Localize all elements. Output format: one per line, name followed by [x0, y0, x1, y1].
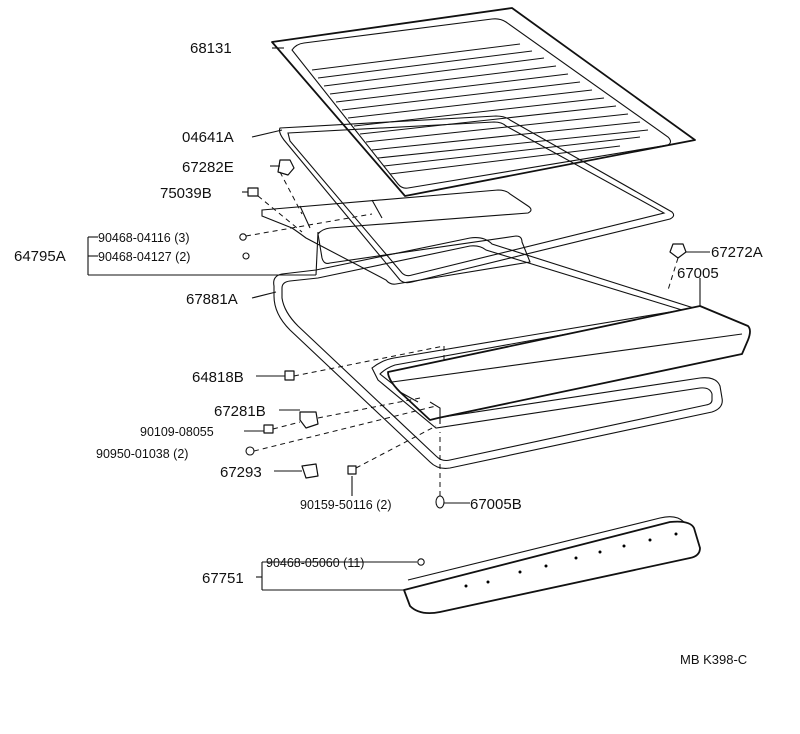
label-90468-04116: 90468-04116 (3) [98, 231, 190, 245]
bracket-67281B [299, 411, 319, 429]
nut-90950-01038 [245, 446, 255, 456]
label-67881A: 67881A [186, 291, 238, 308]
label-67751: 67751 [202, 570, 244, 587]
part-labels: 68131 04641A 67282E 75039B 64795A 90468-… [14, 40, 763, 667]
label-67272A: 67272A [711, 244, 763, 261]
glass-slats [311, 43, 649, 175]
housing-67881A [273, 237, 723, 469]
label-64818B: 64818B [192, 369, 244, 386]
label-67293: 67293 [220, 464, 262, 481]
label-67281B: 67281B [214, 403, 266, 420]
bolt-64818B [284, 370, 295, 381]
glass-panel-68131 [271, 7, 696, 197]
weatherstrip-04641A [278, 115, 675, 284]
label-04641A: 04641A [182, 129, 234, 146]
visor-holes [464, 532, 678, 588]
bolt-90109-08055 [263, 424, 274, 434]
label-68131: 68131 [190, 40, 232, 57]
screw-90468-04116 [239, 233, 247, 241]
trim-rail-67005 [387, 305, 751, 424]
screw-90468-05060 [417, 558, 425, 566]
label-90109-08055: 90109-08055 [140, 425, 214, 439]
clip-67272A [669, 243, 687, 259]
label-75039B: 75039B [160, 185, 212, 202]
label-90159-50116: 90159-50116 (2) [300, 498, 392, 512]
label-90950-01038: 90950-01038 (2) [96, 447, 188, 461]
label-67005B: 67005B [470, 496, 522, 513]
label-64795A: 64795A [14, 248, 66, 265]
label-90468-05060: 90468-05060 (11) [266, 556, 364, 570]
clip-67282E [277, 159, 295, 176]
plug-67005B [435, 495, 445, 509]
screw-90468-04127 [242, 252, 250, 260]
hardware [239, 159, 687, 566]
bracket-67293 [301, 463, 319, 479]
frame-64795A [261, 189, 532, 285]
reference-code: MB K398-C [680, 652, 747, 667]
label-90468-04127: 90468-04127 (2) [98, 250, 190, 264]
label-67282E: 67282E [182, 159, 234, 176]
label-67005: 67005 [677, 265, 719, 282]
leader-lines [87, 47, 710, 591]
bolt-75039B [247, 187, 259, 197]
visor-67751 [403, 516, 701, 615]
bolt-90159-50116 [347, 465, 357, 475]
